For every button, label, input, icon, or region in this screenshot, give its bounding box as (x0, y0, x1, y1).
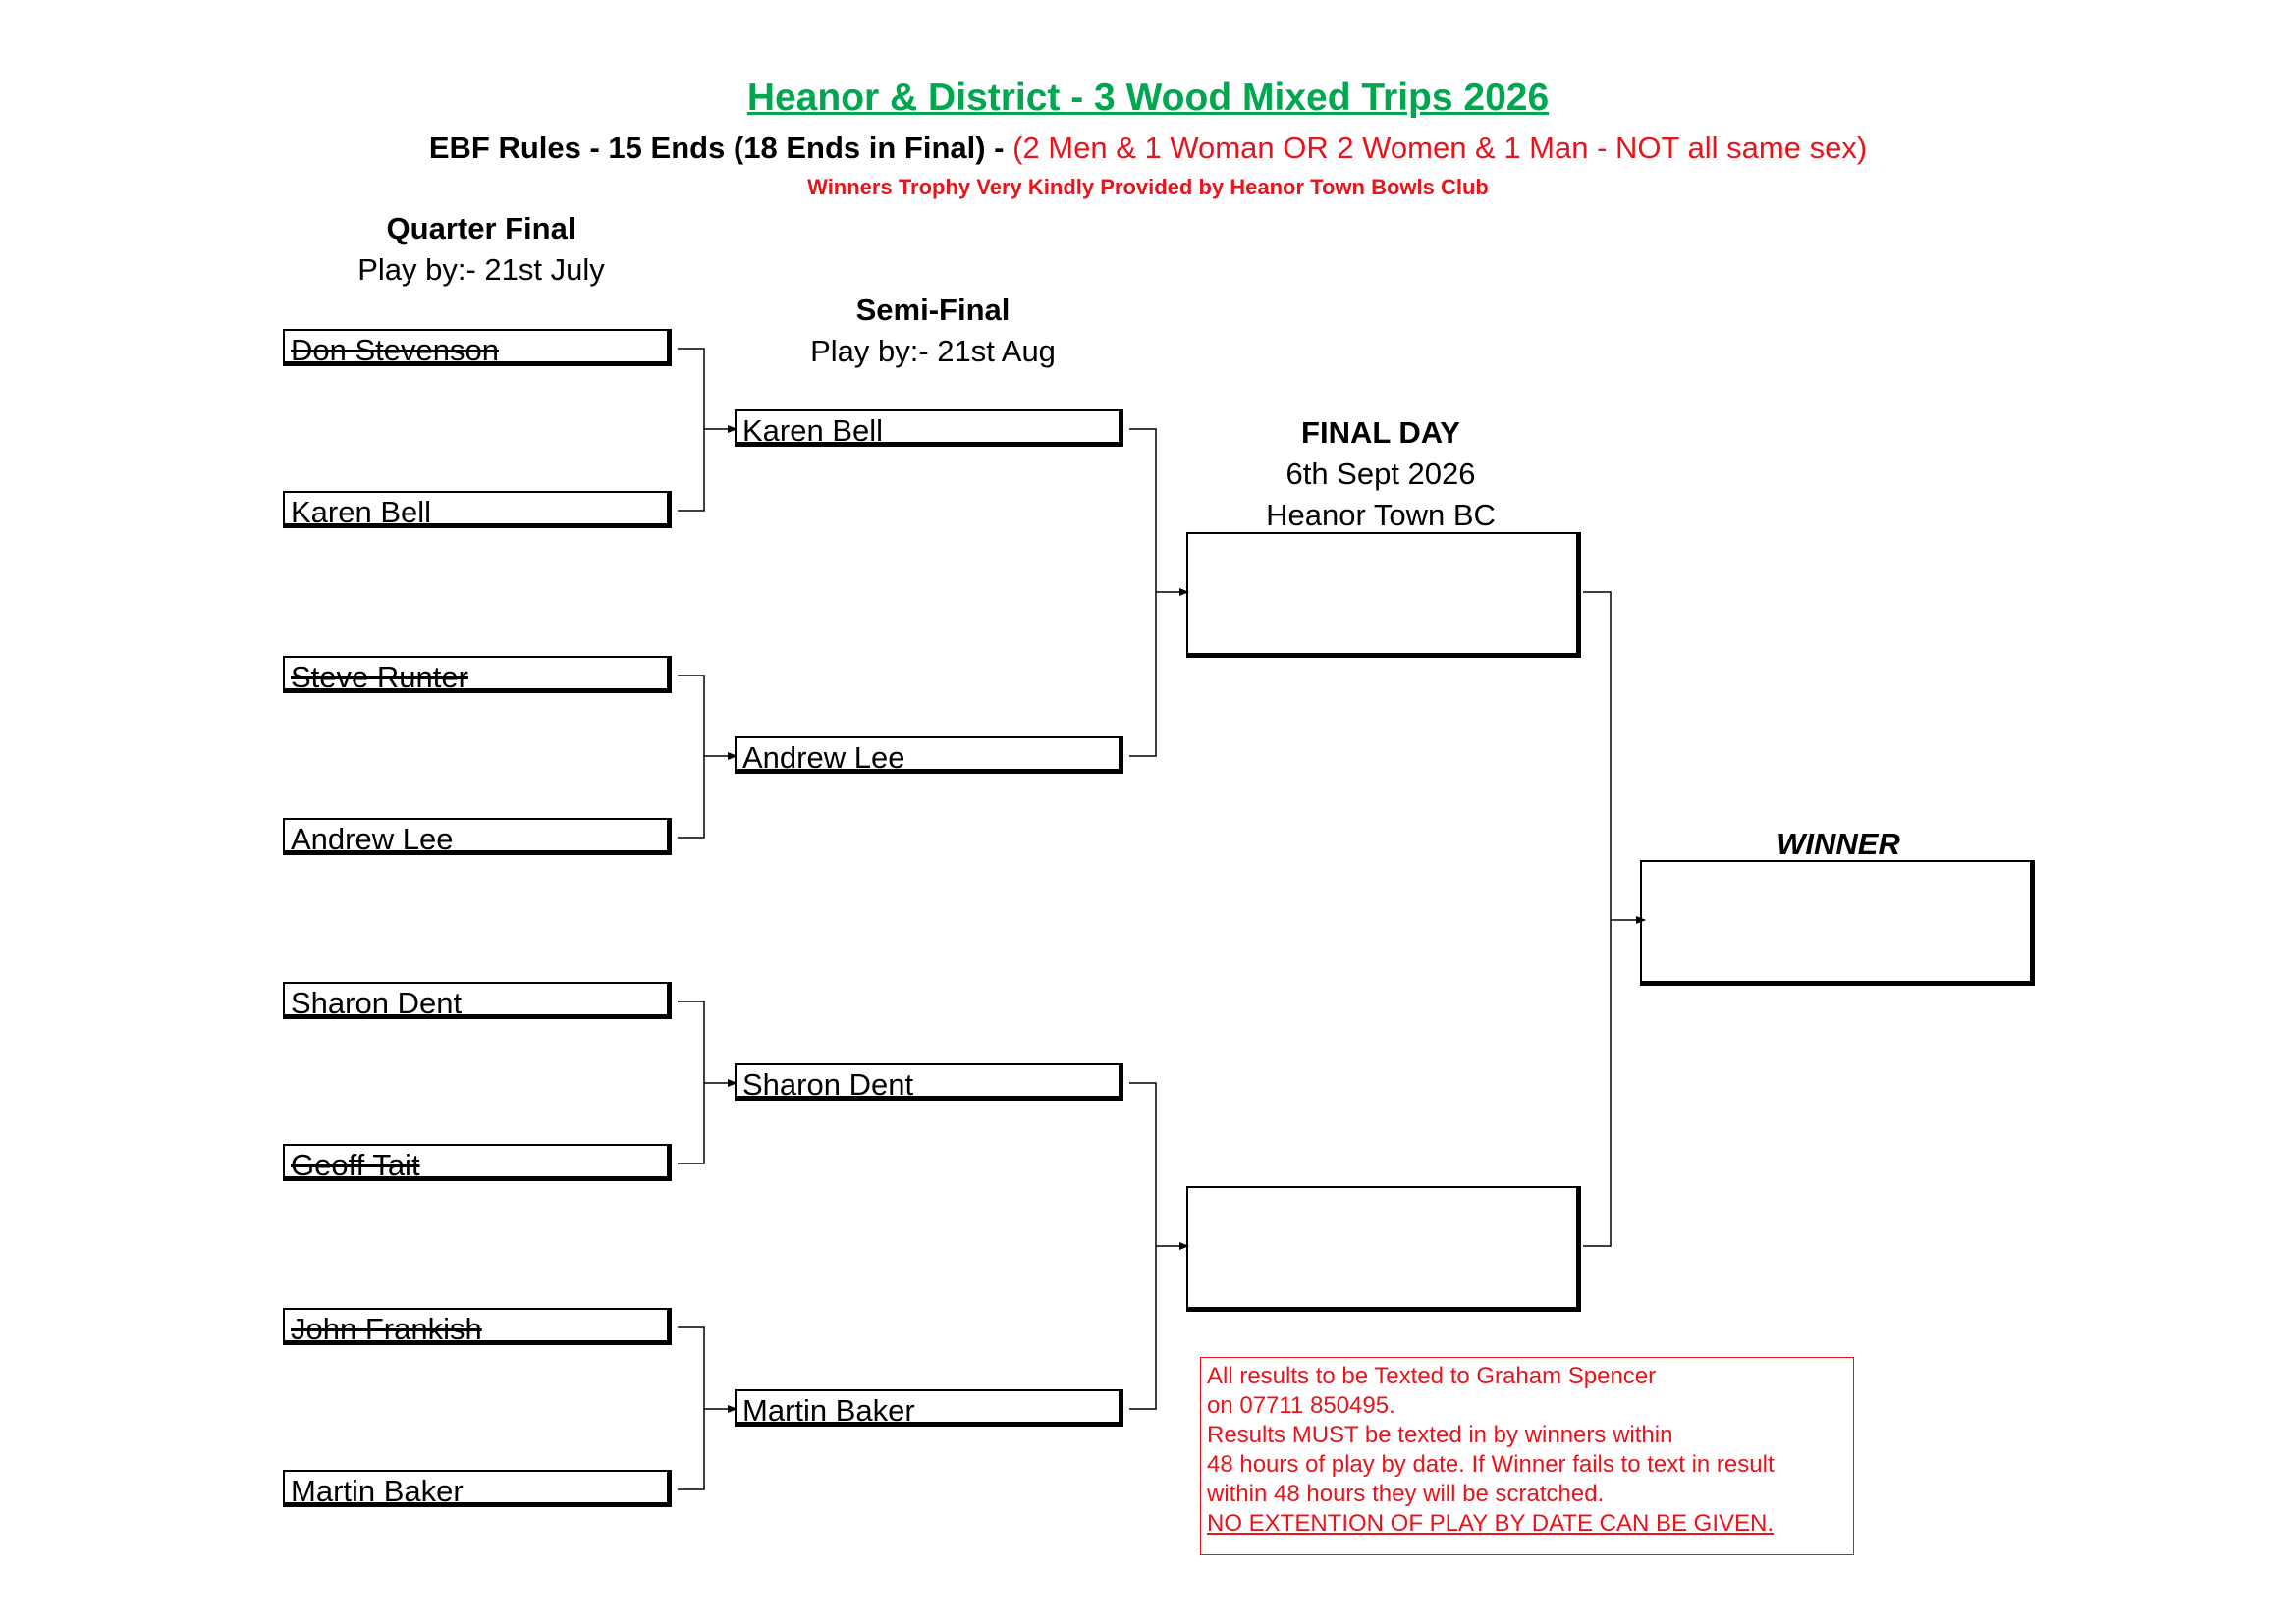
semi-final-entry: Sharon Dent (735, 1063, 1123, 1102)
notice-line: All results to be Texted to Graham Spenc… (1207, 1363, 1657, 1389)
notice-line: within 48 hours they will be scratched. (1207, 1481, 1605, 1507)
connector-qf3 (678, 1001, 705, 1164)
round-title: Semi-Final (855, 293, 1011, 327)
winner-heading: WINNER (1777, 827, 1900, 861)
connector-sf2 (1129, 1082, 1157, 1410)
team-composition-text: (2 Men & 1 Woman OR 2 Women & 1 Man - NO… (1012, 131, 1868, 165)
quarter-final-entry: Martin Baker (283, 1470, 672, 1508)
play-by-date: Play by:- 21st Aug (810, 334, 1056, 368)
quarter-final-entry: Karen Bell (283, 491, 672, 529)
quarter-final-entry: John Frankish (283, 1308, 672, 1346)
quarter-final-entry: Andrew Lee (283, 818, 672, 856)
rules-text: EBF Rules - 15 Ends (18 Ends in Final) - (428, 131, 1013, 165)
quarter-final-entry: Geoff Tait (283, 1144, 672, 1182)
quarter-final-heading: Quarter Final Play by:- 21st July (285, 208, 678, 291)
winner-box (1640, 860, 2035, 986)
quarter-final-entry: Sharon Dent (283, 982, 672, 1020)
results-notice: All results to be Texted to Graham Spenc… (1200, 1357, 1854, 1555)
final-venue: Heanor Town BC (1266, 498, 1496, 532)
semi-final-entry: Karen Bell (735, 409, 1123, 448)
notice-line: on 07711 850495. (1207, 1392, 1395, 1419)
final-entry (1186, 1186, 1581, 1312)
quarter-final-entry: Don Stevenson (283, 329, 672, 367)
play-by-date: Play by:- 21st July (357, 252, 605, 287)
notice-warning: NO EXTENTION OF PLAY BY DATE CAN BE GIVE… (1207, 1510, 1775, 1537)
trophy-note: Winners Trophy Very Kindly Provided by H… (807, 175, 1489, 199)
semi-final-entry: Martin Baker (735, 1389, 1123, 1428)
final-entry (1186, 532, 1581, 658)
notice-line: 48 hours of play by date. If Winner fail… (1207, 1451, 1775, 1478)
connector-qf4 (678, 1326, 705, 1490)
notice-line: Results MUST be texted in by winners wit… (1207, 1422, 1673, 1448)
final-date: 6th Sept 2026 (1285, 457, 1476, 491)
semi-final-heading: Semi-Final Play by:- 21st Aug (737, 290, 1129, 372)
page-title: Heanor & District - 3 Wood Mixed Trips 2… (746, 77, 1550, 119)
final-day-heading: FINAL DAY 6th Sept 2026 Heanor Town BC (1183, 412, 1578, 536)
rules-subtitle: EBF Rules - 15 Ends (18 Ends in Final) -… (0, 131, 2296, 166)
round-title: Quarter Final (386, 211, 576, 245)
connector-qf1 (678, 348, 705, 512)
semi-final-entry: Andrew Lee (735, 736, 1123, 775)
connector-qf2 (678, 675, 705, 839)
round-title: FINAL DAY (1301, 415, 1460, 450)
quarter-final-entry: Steve Runter (283, 656, 672, 694)
connector-sf1 (1129, 428, 1157, 757)
connector-final (1583, 591, 1612, 1247)
